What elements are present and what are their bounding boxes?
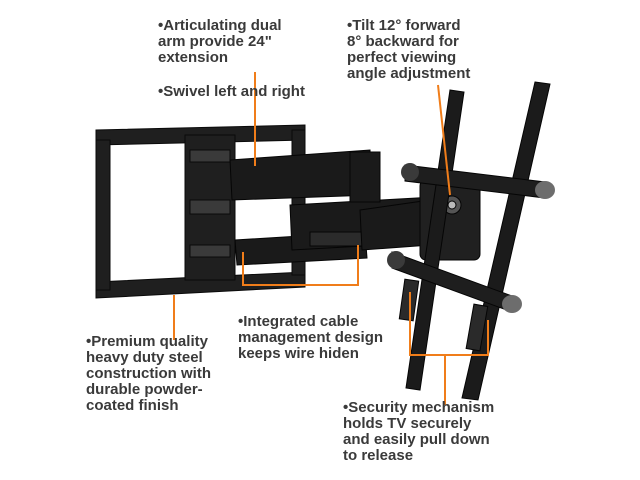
cross-bars	[387, 163, 555, 313]
tv-brackets	[398, 81, 551, 401]
wall-plate	[95, 124, 306, 299]
callout-leader-lines	[173, 72, 489, 405]
callout-steel-construction: •Premium quality heavy duty steel constr…	[86, 333, 211, 414]
leader-cable	[242, 245, 359, 286]
leader-tilt	[437, 84, 451, 196]
leader-security	[409, 292, 489, 356]
callout-cable-management: •Integrated cable management design keep…	[238, 313, 384, 362]
callout-articulating-arm: •Articulating dual arm provide 24" exten…	[158, 17, 282, 66]
callout-tilt: •Tilt 12° forward 8° backward for perfec…	[347, 17, 471, 82]
callout-security-mechanism: •Security mechanism holds TV securely an…	[343, 399, 495, 464]
callout-swivel: •Swivel left and right	[158, 83, 305, 100]
